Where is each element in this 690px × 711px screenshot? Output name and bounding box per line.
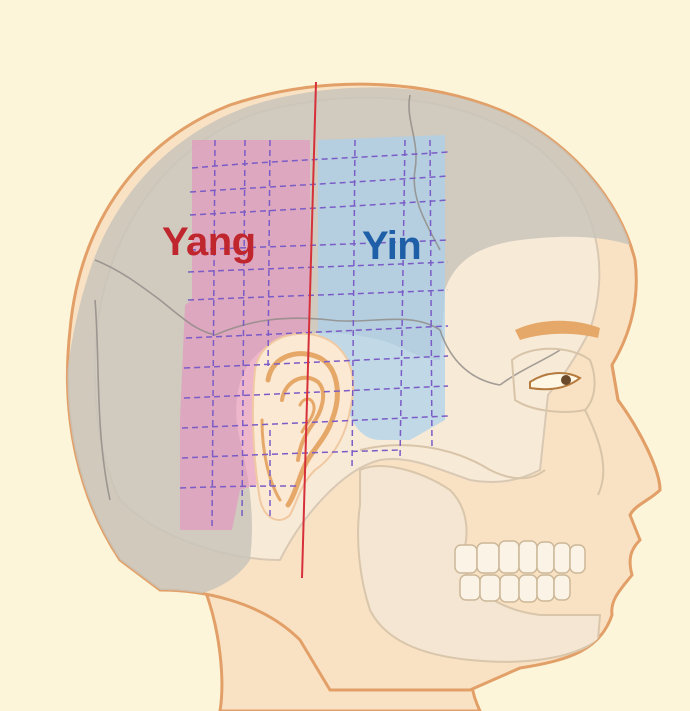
- iris: [561, 375, 571, 385]
- teeth: [455, 541, 585, 602]
- yin-label: Yin: [362, 226, 421, 266]
- yang-label: Yang: [162, 222, 256, 262]
